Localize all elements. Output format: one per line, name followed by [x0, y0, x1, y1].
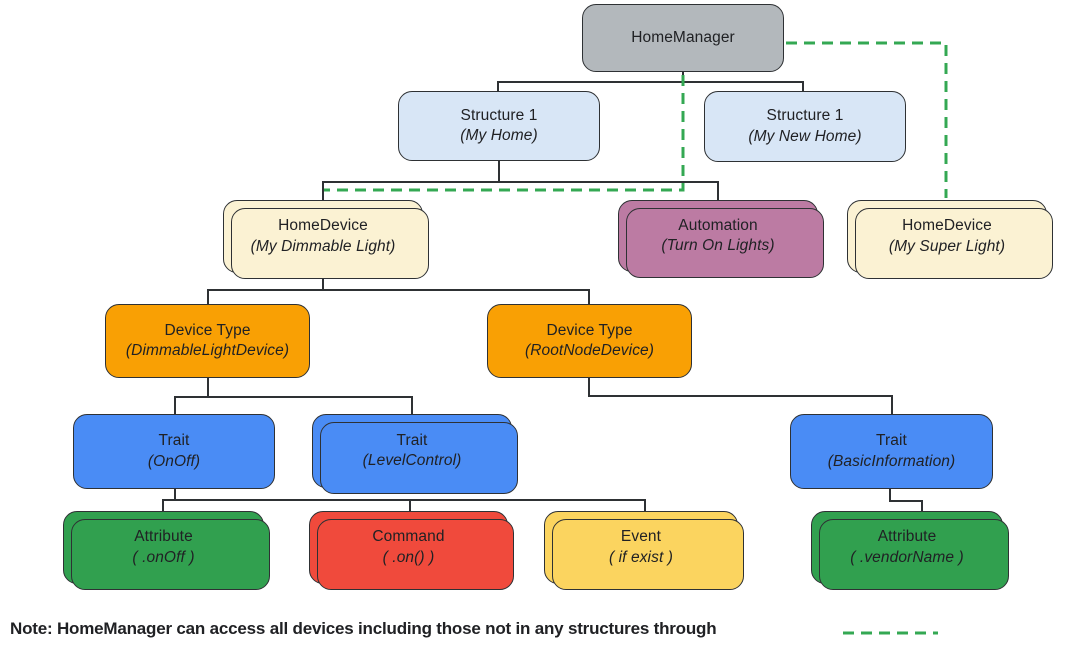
node-title: Attribute [134, 528, 193, 546]
node-subtitle: (My Dimmable Light) [250, 237, 396, 255]
node-trait-onoff: Trait (OnOff) [73, 414, 275, 489]
node-devicetype-dimmable: Device Type (DimmableLightDevice) [105, 304, 310, 378]
node-subtitle: (DimmableLightDevice) [125, 342, 290, 359]
node-homedevice-dimmable: HomeDevice (My Dimmable Light) [223, 200, 429, 279]
node-subtitle: (My New Home) [748, 127, 862, 145]
node-subtitle: (RootNodeDevice) [524, 342, 655, 359]
node-trait-basicinformation: Trait (BasicInformation) [790, 414, 993, 489]
node-title: Trait [396, 431, 428, 449]
node-attribute-vendorname: Attribute ( .vendorName ) [811, 511, 1009, 590]
dashed-link-dimmable [324, 75, 685, 192]
node-automation: Automation (Turn On Lights) [618, 200, 824, 278]
edge-devices-bus [322, 181, 719, 200]
node-title: HomeDevice [278, 217, 368, 235]
node-devicetype-rootnode: Device Type (RootNodeDevice) [487, 304, 692, 378]
node-command-on: Command ( .on() ) [309, 511, 514, 590]
solid-connectors [162, 72, 923, 511]
edge-members-bus [162, 499, 646, 511]
node-title: HomeManager [631, 28, 735, 46]
node-subtitle: (BasicInformation) [827, 452, 956, 470]
node-title: Trait [876, 432, 907, 450]
edge-basicinfo-to-vendorname [889, 489, 923, 511]
node-subtitle: ( .onOff ) [132, 548, 195, 566]
dashed-access-links [324, 41, 948, 635]
node-title: Device Type [546, 321, 633, 339]
edge-traits-bus [174, 396, 413, 414]
node-title: Structure 1 [460, 106, 538, 124]
node-title: Attribute [877, 528, 937, 546]
node-title: Structure 1 [766, 107, 844, 125]
edge-rootnode-to-basicinfo [588, 378, 893, 414]
edge-devicetypes-bus [207, 289, 590, 304]
node-title: Automation [678, 216, 758, 234]
node-homedevice-super: HomeDevice (My Super Light) [847, 200, 1053, 279]
node-subtitle: ( .vendorName ) [850, 548, 964, 566]
node-subtitle: (LevelControl) [362, 452, 462, 469]
node-title: Trait [158, 432, 190, 450]
node-event-if-exist: Event ( if exist ) [544, 511, 744, 590]
node-subtitle: (My Super Light) [888, 237, 1006, 255]
node-structure-my-new-home: Structure 1 (My New Home) [704, 91, 906, 162]
node-subtitle: (My Home) [460, 127, 538, 144]
node-title: Command [372, 528, 445, 546]
node-home-manager: HomeManager [582, 4, 784, 72]
node-subtitle: ( .on() ) [382, 548, 435, 566]
edge-structures-bus [497, 81, 804, 91]
node-subtitle: (OnOff) [147, 452, 201, 470]
node-title: Event [620, 528, 662, 546]
node-subtitle: ( if exist ) [608, 548, 674, 566]
node-structure-my-home: Structure 1 (My Home) [398, 91, 600, 161]
node-trait-levelcontrol: Trait (LevelControl) [312, 414, 518, 494]
node-title: Device Type [164, 321, 251, 339]
node-subtitle: (Turn On Lights) [661, 237, 775, 254]
node-title: HomeDevice [902, 217, 992, 235]
footnote: Note: HomeManager can access all devices… [10, 619, 717, 638]
node-attribute-onoff: Attribute ( .onOff ) [63, 511, 270, 590]
